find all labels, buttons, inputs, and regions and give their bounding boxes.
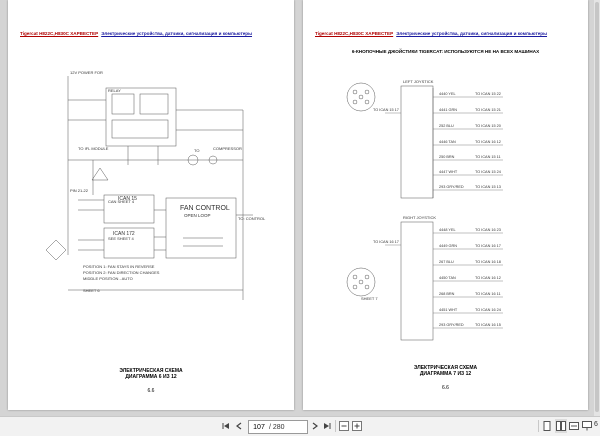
ican172-label: ICAN 172 — [113, 231, 135, 237]
sheet-label-left: SHEET 6 — [83, 288, 100, 293]
svg-text:TO ICAN 16 23: TO ICAN 16 23 — [475, 228, 501, 232]
svg-text:267 BLU: 267 BLU — [439, 260, 454, 264]
svg-text:TO ICAN 16 18: TO ICAN 16 18 — [475, 260, 501, 264]
svg-text:POSITION 1: FAN STAYS IN REVER: POSITION 1: FAN STAYS IN REVERSE — [83, 264, 155, 269]
total-pages: / 280 — [269, 423, 285, 431]
svg-text:4451 WHT: 4451 WHT — [439, 308, 458, 312]
svg-text:4449 GRN: 4449 GRN — [439, 244, 457, 248]
svg-text:293 GRY/RED: 293 GRY/RED — [439, 185, 464, 189]
presentation-icon[interactable] — [581, 419, 593, 433]
svg-text:250 BRN: 250 BRN — [439, 155, 455, 159]
two-page-icon[interactable] — [555, 419, 567, 433]
right-joystick-label: RIGHT JOYSTICK — [403, 215, 436, 220]
next-page-icon[interactable] — [310, 419, 320, 433]
diagram-caption-left: ЭЛЕКТРИЧЕСКАЯ СХЕМА ДИАГРАММА 6 ИЗ 12 — [8, 368, 294, 380]
svg-text:TO ICAN 15 24: TO ICAN 15 24 — [475, 170, 501, 174]
first-page-icon[interactable] — [221, 419, 231, 433]
svg-text:SEE SHEET 4: SEE SHEET 4 — [108, 236, 134, 241]
header-subtitle: Электрические устройства, датчики, сигна… — [396, 31, 548, 36]
svg-text:TO ICAN 16 24: TO ICAN 16 24 — [475, 308, 501, 312]
caption-line1: ЭЛЕКТРИЧЕСКАЯ СХЕМА — [119, 368, 183, 374]
fit-width-icon[interactable] — [568, 419, 580, 433]
wiring-diagram-left: 12V POWER FOR RELAY TO IFL MODULE TO COM… — [45, 70, 266, 300]
svg-text:TO ICAN 15 17: TO ICAN 15 17 — [373, 108, 399, 112]
svg-text:TO ICAN 15 21: TO ICAN 15 21 — [475, 108, 501, 112]
svg-text:12V POWER FOR: 12V POWER FOR — [70, 70, 103, 75]
svg-text:293 GRY/RED: 293 GRY/RED — [439, 323, 464, 327]
svg-text:4447 WHT: 4447 WHT — [439, 170, 458, 174]
svg-text:POSITION 2: FAN DIRECTION CHAN: POSITION 2: FAN DIRECTION CHANGES — [83, 270, 160, 275]
wiring-diagram-right: 4440 YEL TO ICAN 15 22 4441 GRN TO ICAN 15… — [346, 79, 503, 341]
svg-text:TO ICAN 16 15: TO ICAN 16 15 — [475, 323, 501, 327]
svg-text:TO ICAN 15 11: TO ICAN 15 11 — [475, 155, 501, 159]
svg-text:4446 TAN: 4446 TAN — [439, 140, 456, 144]
page-number-right: 6.6 — [442, 385, 449, 391]
zoom-in-icon[interactable] — [351, 419, 363, 433]
last-page-icon[interactable] — [322, 419, 332, 433]
prev-page-icon[interactable] — [234, 419, 244, 433]
zoom-out-icon[interactable] — [338, 419, 350, 433]
header-subtitle: Электрические устройства, датчики, сигна… — [101, 31, 253, 36]
svg-text:TO ICAN 15 20: TO ICAN 15 20 — [475, 124, 501, 128]
svg-text:CAN SHEET 4: CAN SHEET 4 — [108, 199, 135, 204]
header-brand: Tigercat H822C,H830C ХАРВЕСТЕР — [315, 31, 394, 36]
svg-text:4450 TAN: 4450 TAN — [439, 276, 456, 280]
fan-control-label: FAN CONTROL — [180, 205, 230, 212]
caption-line2: ДИАГРАММА 7 ИЗ 12 — [419, 371, 472, 377]
left-joystick-label: LEFT JOYSTICK — [403, 79, 434, 84]
toolbar-separator — [335, 420, 336, 432]
zoom-level[interactable]: 6 — [594, 421, 598, 428]
svg-text:252 BLU: 252 BLU — [439, 124, 454, 128]
viewer-toolbar: / 280 6 — [0, 416, 600, 436]
svg-text:4448 YEL: 4448 YEL — [439, 228, 456, 232]
svg-text:268 BRN: 268 BRN — [439, 292, 455, 296]
caption-line1: ЭЛЕКТРИЧЕСКАЯ СХЕМА — [413, 365, 478, 371]
wire-lines — [385, 96, 503, 329]
toolbar-separator — [538, 420, 539, 432]
page-subtitle: 6-КНОПОЧНЫЕ ДЖОЙСТИКИ TIGERCAT: ИСПОЛЬЗУ… — [351, 49, 540, 54]
svg-text:PIN 21-22: PIN 21-22 — [70, 188, 89, 193]
svg-text:TO ICAN 15 22: TO ICAN 15 22 — [475, 92, 501, 96]
svg-text:MIDDLE POSITION - AUTO: MIDDLE POSITION - AUTO — [83, 276, 133, 281]
svg-text:4440 YEL: 4440 YEL — [439, 92, 456, 96]
svg-text:TO IFL MODULE: TO IFL MODULE — [78, 146, 109, 151]
diagram-caption-right: ЭЛЕКТРИЧЕСКАЯ СХЕМА ДИАГРАММА 7 ИЗ 12 — [303, 365, 588, 377]
svg-text:TO ICAN 16 12: TO ICAN 16 12 — [475, 276, 501, 280]
caption-line2: ДИАГРАММА 6 ИЗ 12 — [125, 374, 177, 380]
page-number-field[interactable]: / 280 — [248, 420, 308, 434]
header-brand: Tigercat H822C,H830C ХАРВЕСТЕР — [20, 31, 99, 36]
single-page-icon[interactable] — [541, 419, 553, 433]
open-loop-label: OPEN LOOP — [184, 213, 211, 218]
svg-text:TO: CONTROL: TO: CONTROL — [238, 216, 266, 221]
svg-text:TO ICAN 15 13: TO ICAN 15 13 — [475, 185, 501, 189]
ican15-label: ICAN 15 — [118, 196, 137, 202]
svg-text:TO ICAN 16 17: TO ICAN 16 17 — [475, 244, 501, 248]
vertical-scrollbar[interactable] — [594, 0, 600, 416]
sheet-label-right: SHEET 7 — [361, 296, 378, 301]
svg-text:TO ICAN 16 17: TO ICAN 16 17 — [373, 240, 399, 244]
svg-text:TO: TO — [194, 148, 199, 153]
svg-text:RELAY: RELAY — [108, 88, 121, 93]
current-page-input[interactable] — [249, 423, 269, 431]
page-number-left: 6.6 — [147, 388, 155, 394]
scrollbar-thumb[interactable] — [595, 2, 599, 412]
svg-text:4441 GRN: 4441 GRN — [439, 108, 457, 112]
svg-text:TO ICAN 16 12: TO ICAN 16 12 — [475, 140, 501, 144]
svg-text:TO ICAN 16 11: TO ICAN 16 11 — [475, 292, 501, 296]
svg-text:COMPRESSOR: COMPRESSOR — [213, 146, 242, 151]
